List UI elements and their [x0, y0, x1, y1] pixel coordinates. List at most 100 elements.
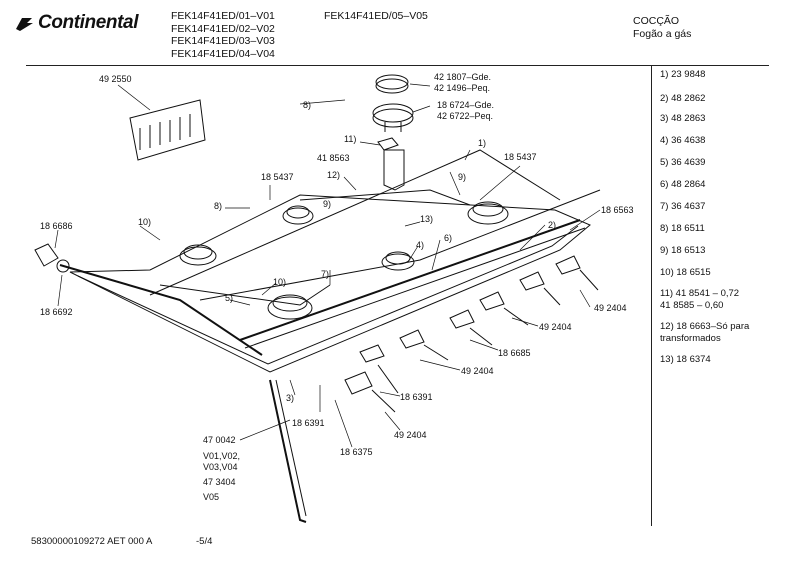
document-code: 58300000109272 AET 000 A [31, 536, 153, 547]
part-entry: 9) 18 6513 [660, 245, 706, 256]
label-clip: 18 6391 [292, 418, 325, 428]
burner-crown [372, 108, 414, 128]
gas-valves [359, 255, 599, 394]
support-bar [149, 149, 561, 296]
part-entry: 7) 36 4637 [660, 201, 706, 212]
part-entry: 6) 48 2864 [660, 179, 706, 190]
header-divider [26, 65, 769, 66]
burner [183, 244, 213, 260]
part-entry: 12) 18 6663–Só para transformados [660, 321, 750, 344]
label-burner-crown-small: 42 6722–Peq. [437, 111, 494, 121]
support-bar [199, 189, 601, 301]
label-callout-8: 8) [214, 201, 223, 211]
label-valve: 49 2404 [594, 303, 627, 313]
label-callout-9: 9) [323, 199, 332, 209]
leader-lines [54, 83, 601, 448]
injector-body [383, 149, 405, 191]
label-manifold: 18 6563 [601, 205, 634, 215]
part-entry: 5) 36 4639 [660, 157, 706, 168]
label-single-valve: 18 6375 [340, 447, 373, 457]
single-gas-valve [344, 371, 373, 395]
label-callout-6: 6) [444, 233, 453, 243]
label-burner-cap-small: 42 1496–Peq. [434, 83, 491, 93]
label-valve: 49 2404 [461, 366, 494, 376]
model-variant: FEK14F41ED/05–V05 [324, 10, 428, 22]
vertical-gas-pipe [269, 379, 307, 523]
label-callout-5: 5) [225, 293, 234, 303]
burner [286, 205, 310, 219]
section-line: Fogão a gás [633, 27, 692, 40]
label-electrode-right: 18 5437 [504, 152, 537, 162]
section-line: COCÇÃO [633, 15, 680, 27]
burner [282, 207, 314, 225]
gas-manifold-tube [244, 227, 586, 349]
label-vertical-pipe-alt: 47 3404 [203, 477, 236, 487]
model-list: FEK14F41ED/01–V01 FEK14F41ED/02–V02 FEK1… [171, 10, 275, 60]
model-line: FEK14F41ED/04–V04 [171, 47, 275, 60]
section-title: COCÇÃO Fogão a gás [633, 15, 691, 40]
part-entry: 3) 48 2863 [660, 113, 706, 124]
label-valve-shaft: 18 6685 [498, 348, 531, 358]
label-clip: 18 6391 [400, 392, 433, 402]
feed-pipe [59, 264, 263, 356]
burner-crown-stem [384, 122, 402, 132]
label-injector: 41 8563 [317, 153, 350, 163]
label-burner-crown-large: 18 6724–Gde. [437, 100, 495, 110]
label-vertical-pipe: 47 0042 [203, 435, 236, 445]
continental-horse-logo [16, 18, 33, 31]
burner-frame [69, 194, 591, 373]
label-pipe-variants: V01,V02, [203, 451, 241, 461]
washer [56, 259, 70, 273]
label-callout-2: 2) [548, 220, 557, 230]
label-callout-1: 1) [478, 138, 487, 148]
part-entry: 8) 18 6511 [660, 223, 705, 234]
part-entry: 2) 48 2862 [660, 93, 706, 104]
parts-column-divider [651, 66, 652, 526]
label-callout-11: 11) [344, 134, 357, 144]
crossbar [159, 284, 331, 306]
label-callout-13: 13) [420, 214, 434, 224]
part-entry: 13) 18 6374 [660, 354, 711, 365]
label-burner-cap-large: 42 1807–Gde. [434, 72, 492, 82]
burner [267, 296, 313, 320]
label-valve: 49 2404 [539, 322, 572, 332]
injector-nut [377, 137, 399, 151]
label-feed-pipe: 18 6692 [40, 307, 73, 317]
label-callout-10: 10) [273, 277, 287, 287]
label-terminal-block: 49 2550 [99, 74, 132, 84]
label-pipe-variants: V03,V04 [203, 462, 238, 472]
model-line: FEK14F41ED/01–V01 [171, 10, 275, 22]
label-callout-3: 3) [286, 393, 295, 403]
label-callout-7: 7) [321, 269, 330, 279]
burner-cap [375, 74, 409, 90]
label-callout-9: 9) [458, 172, 467, 182]
label-connector: 18 6686 [40, 221, 73, 231]
crossbar [299, 189, 471, 206]
label-callout-4: 4) [416, 240, 425, 250]
burner [381, 253, 415, 271]
model-line: FEK14F41ED/03–V03 [171, 35, 275, 47]
ignition-terminal-block [129, 99, 206, 161]
burner [272, 294, 308, 312]
burner-crown [372, 103, 414, 123]
burner [385, 251, 411, 265]
connector [34, 243, 59, 267]
burner [467, 203, 509, 225]
part-entry: 11) 41 8541 – 0,72 41 8585 – 0,60 [660, 288, 740, 311]
brand-logo-text: Continental [38, 12, 139, 33]
model-line: FEK14F41ED/02–V02 [171, 22, 275, 35]
vertical-gas-pipe [275, 379, 307, 517]
burner [472, 201, 504, 217]
page-number: -5/4 [196, 536, 213, 547]
label-callout-12: 12) [327, 170, 341, 180]
part-entry: 1) 23 9848 [660, 69, 706, 80]
label-pipe-variant-v05: V05 [203, 492, 220, 502]
label-valve: 49 2404 [394, 430, 427, 440]
gas-manifold-tube [239, 219, 581, 341]
burner [179, 246, 217, 266]
part-entry: 4) 36 4638 [660, 135, 706, 146]
label-electrode-left: 18 5437 [261, 172, 294, 182]
label-callout-8: 8) [303, 100, 312, 110]
part-entry: 10) 18 6515 [660, 267, 711, 278]
